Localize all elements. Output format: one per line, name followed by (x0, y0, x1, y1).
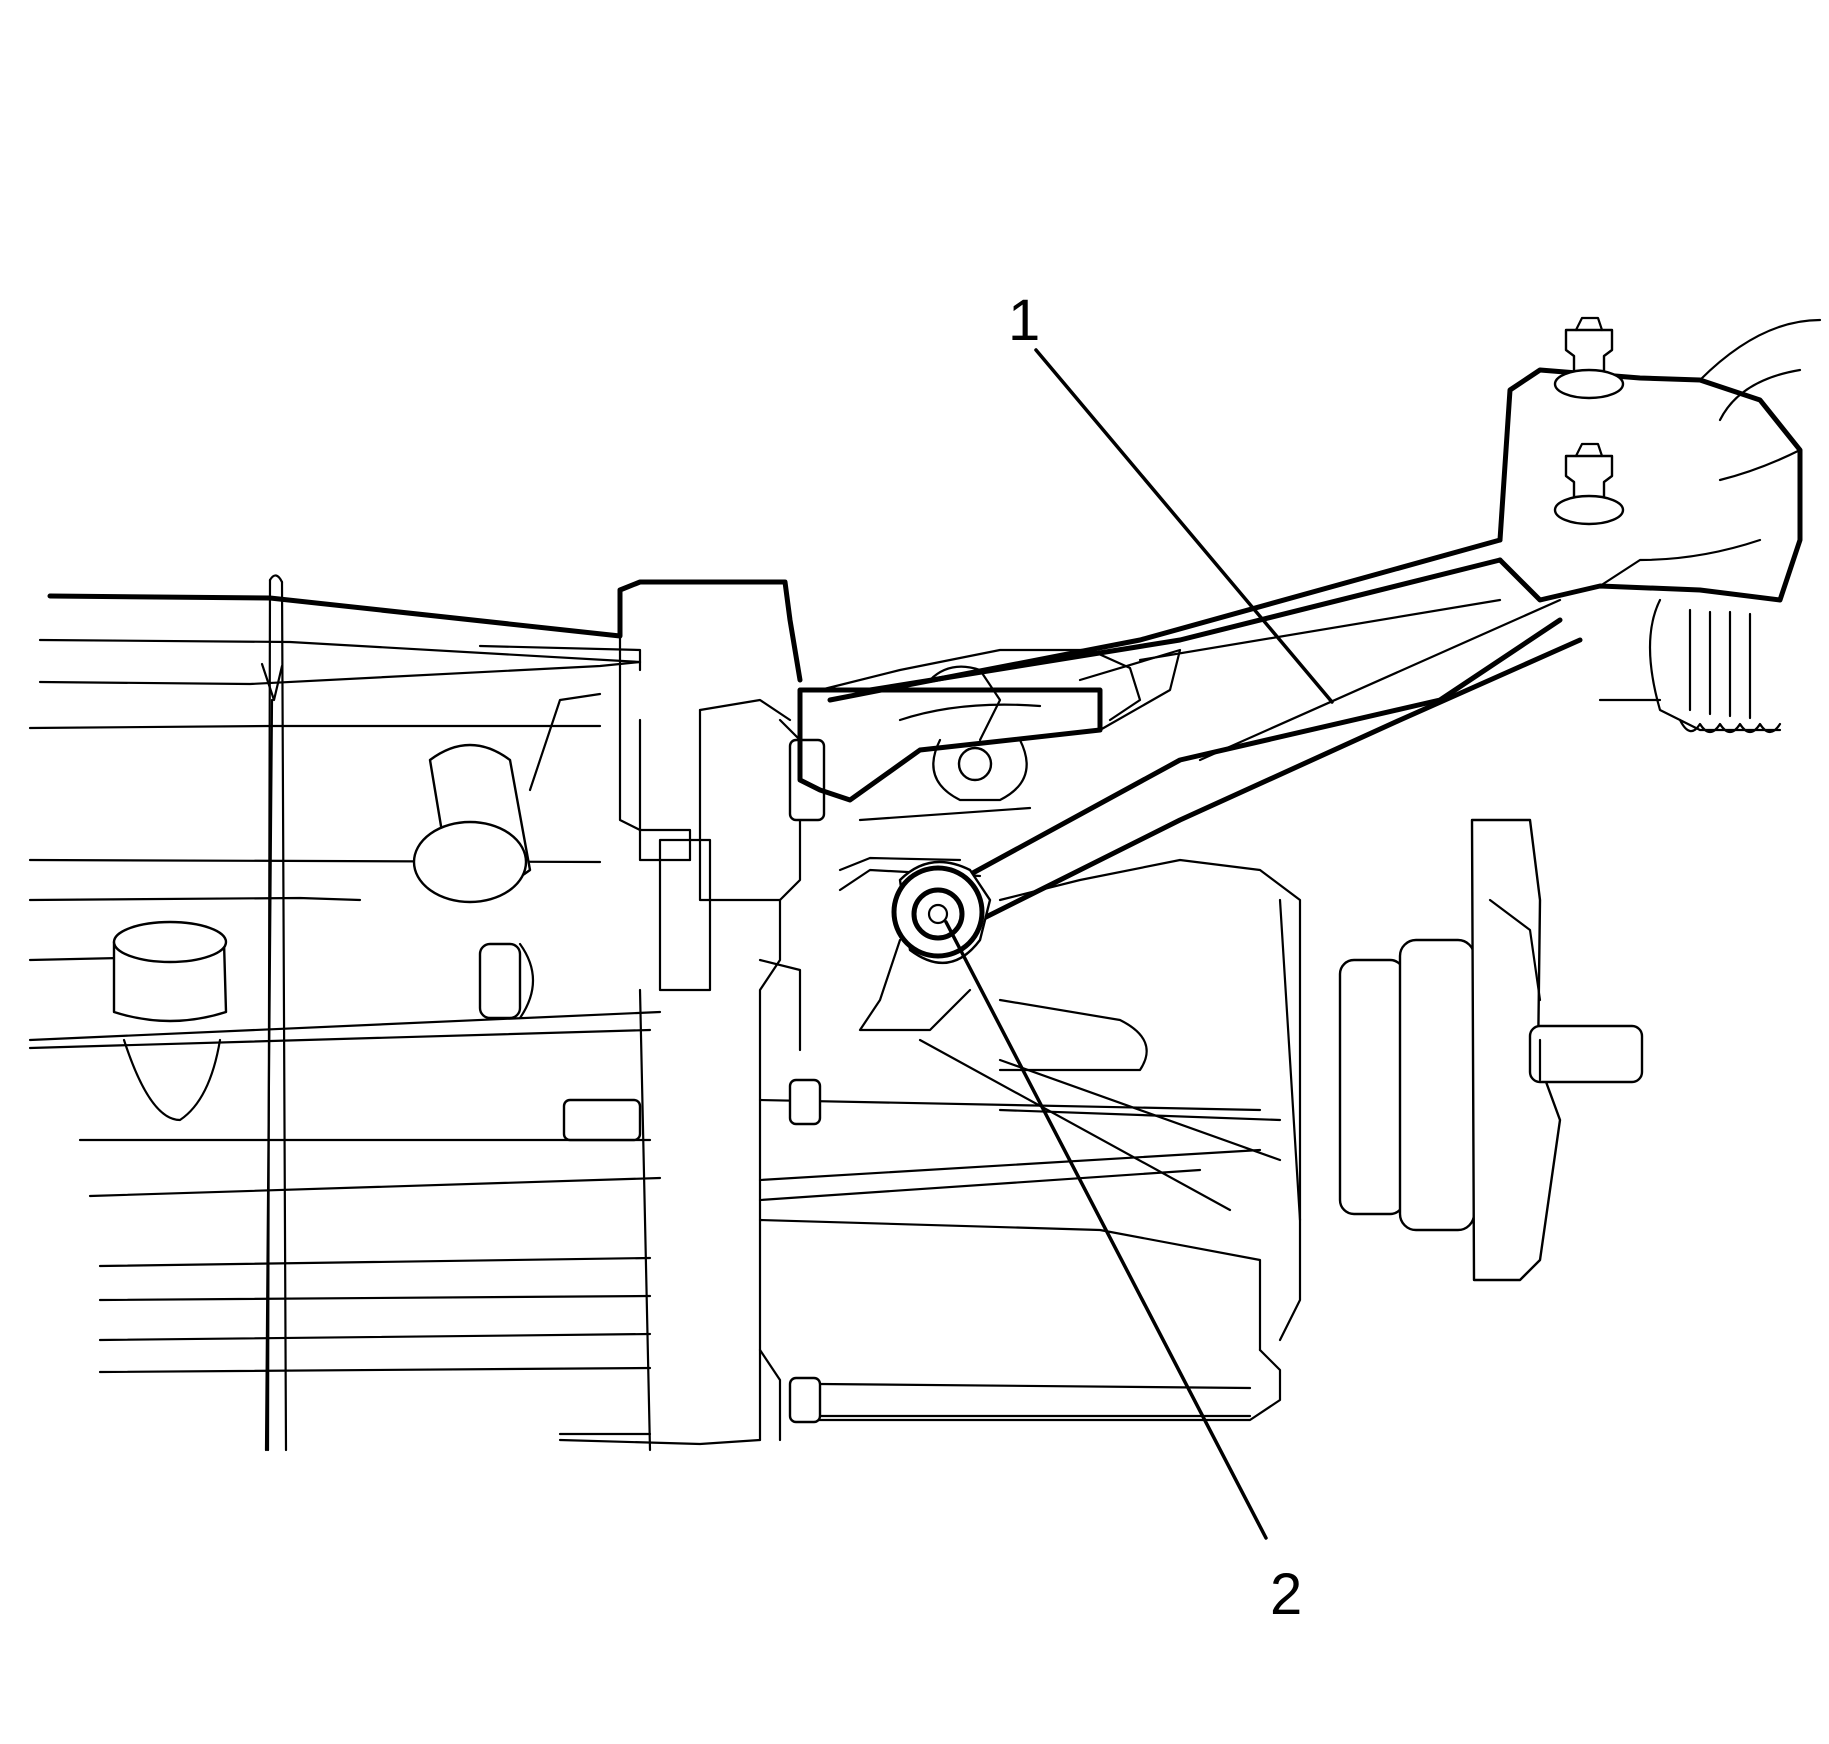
callout-2: 2 (944, 920, 1302, 1627)
mount-stud-upper (1553, 316, 1625, 400)
transmission-housing (28, 574, 1282, 1452)
mount-bracket (797, 648, 1182, 822)
arm-bushing-bolt (858, 860, 992, 1032)
mount-stud-lower (1553, 442, 1625, 526)
cv-boot (1598, 598, 1782, 734)
differential-housing (918, 818, 1644, 1342)
callout-1-label: 1 (1008, 288, 1040, 353)
rear-crossmember (1497, 316, 1822, 734)
callout-2-label: 2 (1270, 1562, 1302, 1627)
callout-1: 1 (1008, 288, 1334, 704)
suspension-arm (827, 537, 1583, 923)
